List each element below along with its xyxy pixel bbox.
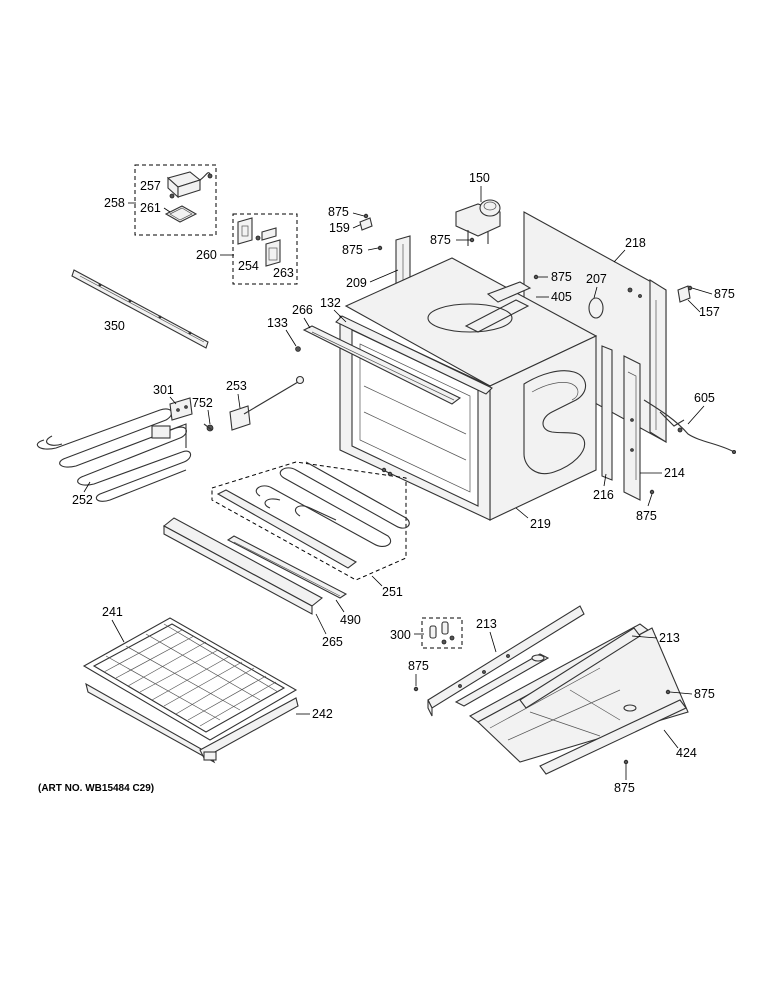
label-251: 251	[382, 585, 403, 599]
label-209: 209	[346, 276, 367, 290]
label-133: 133	[267, 316, 288, 330]
label-213-b: 213	[659, 631, 680, 645]
label-157: 157	[699, 305, 720, 319]
label-252: 252	[72, 493, 93, 507]
label-300: 300	[390, 628, 411, 642]
sensor-group	[232, 213, 298, 285]
label-257: 257	[140, 179, 161, 193]
part-490-rail	[226, 535, 348, 599]
label-875-b: 875	[342, 243, 363, 257]
label-216: 216	[593, 488, 614, 502]
part-261-plate	[164, 205, 198, 223]
label-213-a: 213	[476, 617, 497, 631]
label-218: 218	[625, 236, 646, 250]
label-424: 424	[676, 746, 697, 760]
label-207: 207	[586, 272, 607, 286]
part-214-rail	[623, 355, 641, 501]
part-252-broil-element	[36, 408, 192, 502]
label-752: 752	[192, 396, 213, 410]
hardware-group-300	[421, 617, 463, 649]
label-875-g: 875	[408, 659, 429, 673]
label-266: 266	[292, 303, 313, 317]
label-219: 219	[530, 517, 551, 531]
label-253: 253	[226, 379, 247, 393]
control-module-group	[134, 164, 217, 236]
part-253-temperature-sensor	[229, 375, 305, 431]
label-241: 241	[102, 605, 123, 619]
label-258: 258	[104, 196, 125, 210]
label-265: 265	[322, 635, 343, 649]
label-263: 263	[273, 266, 294, 280]
label-490: 490	[340, 613, 361, 627]
art-number: (ART NO. WB15484 C29)	[38, 783, 154, 794]
label-242: 242	[312, 707, 333, 721]
label-260: 260	[196, 248, 217, 262]
part-157-sensor	[677, 285, 691, 303]
label-875-f: 875	[636, 509, 657, 523]
label-261: 261	[140, 201, 161, 215]
label-132: 132	[320, 296, 341, 310]
label-875-d: 875	[551, 270, 572, 284]
part-241-oven-rack	[82, 617, 299, 764]
label-150: 150	[469, 171, 490, 185]
label-875-e: 875	[714, 287, 735, 301]
label-301: 301	[153, 383, 174, 397]
part-150-motor	[455, 199, 501, 246]
label-875-c: 875	[430, 233, 451, 247]
bottom-support-assembly	[427, 605, 689, 775]
part-605-wire-harness	[643, 399, 737, 454]
label-875-i: 875	[614, 781, 635, 795]
label-214: 214	[664, 466, 685, 480]
label-159: 159	[329, 221, 350, 235]
label-254: 254	[238, 259, 259, 273]
part-216-rail	[601, 345, 613, 481]
bake-element-group	[211, 461, 410, 581]
label-875-a: 875	[328, 205, 349, 219]
label-875-h: 875	[694, 687, 715, 701]
label-605: 605	[694, 391, 715, 405]
label-350: 350	[104, 319, 125, 333]
label-405: 405	[551, 290, 572, 304]
part-257-module	[166, 171, 213, 199]
part-350-trim-strip	[71, 269, 209, 349]
part-265-rail	[163, 517, 323, 615]
